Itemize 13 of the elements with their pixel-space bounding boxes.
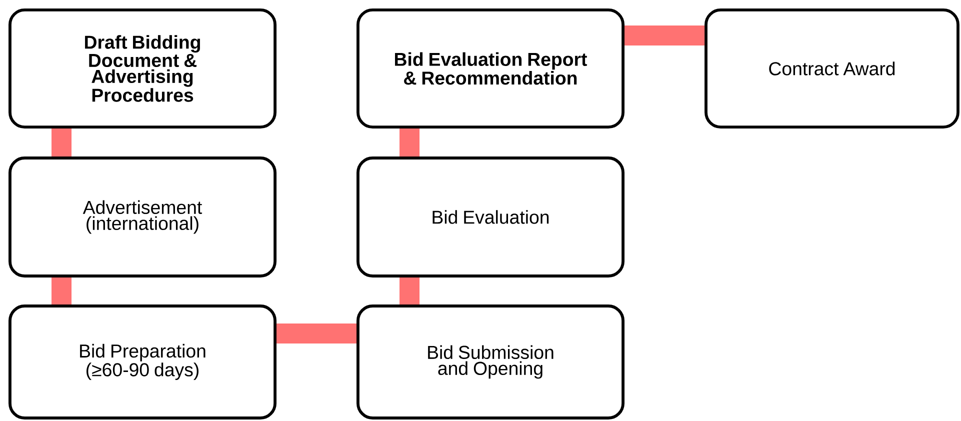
process-box: Draft Bidding Document & Advertising Procedures	[8, 8, 277, 128]
connector-bar	[52, 277, 72, 305]
connector-bar	[276, 324, 356, 344]
connector-bar	[400, 128, 420, 157]
process-box: Bid Evaluation Report & Recommendation	[356, 8, 624, 128]
process-box: Bid Submission and Opening	[356, 304, 624, 420]
process-box: Bid Preparation (≥60-90 days)	[8, 304, 277, 420]
connector-bar	[400, 277, 420, 305]
connector-bar	[52, 128, 72, 157]
process-box: Bid Evaluation	[356, 156, 624, 278]
process-box: Advertisement (international)	[8, 156, 277, 278]
process-box: Contract Award	[704, 8, 960, 128]
connector-bar	[624, 26, 705, 46]
